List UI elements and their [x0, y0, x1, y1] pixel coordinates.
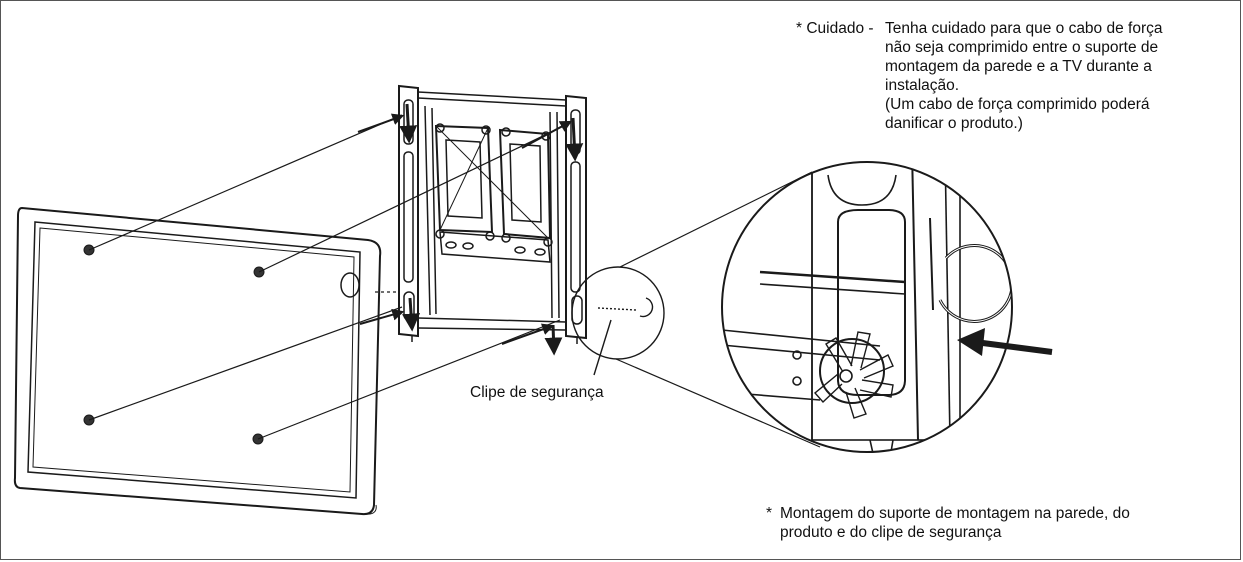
alignment-lines: [88, 114, 571, 440]
caution-body: Tenha cuidado para que o cabo de força n…: [885, 19, 1235, 133]
tv-screen-icon: [13, 206, 382, 516]
wall-bracket-icon: [398, 84, 587, 344]
note-line: produto e do clipe de segurança: [780, 524, 1002, 541]
caution-line: Tenha cuidado para que o cabo de força: [885, 20, 1163, 37]
caution-heading: * Cuidado -: [796, 20, 874, 37]
note-body: Montagem do suporte de montagem na pared…: [780, 504, 1130, 542]
caution-line: instalação.: [885, 77, 960, 94]
safety-clip-icon: [571, 266, 665, 376]
magnifier-circle-icon: [721, 161, 1053, 453]
caution-line: danificar o produto.): [885, 115, 1023, 132]
note-line: Montagem do suporte de montagem na pared…: [780, 505, 1130, 522]
tv-mount-holes: [83, 244, 265, 445]
caution-line: montagem da parede e a TV durante a: [885, 58, 1152, 75]
zoom-lines: [615, 171, 821, 448]
arrow-icon: [357, 103, 584, 356]
caution-line: não seja comprimido entre o suporte de: [885, 39, 1159, 56]
safety-clip-label: Clipe de segurança: [470, 384, 604, 401]
note-marker: *: [766, 505, 773, 522]
caution-line: (Um cabo de força comprimido poderá: [885, 96, 1150, 113]
